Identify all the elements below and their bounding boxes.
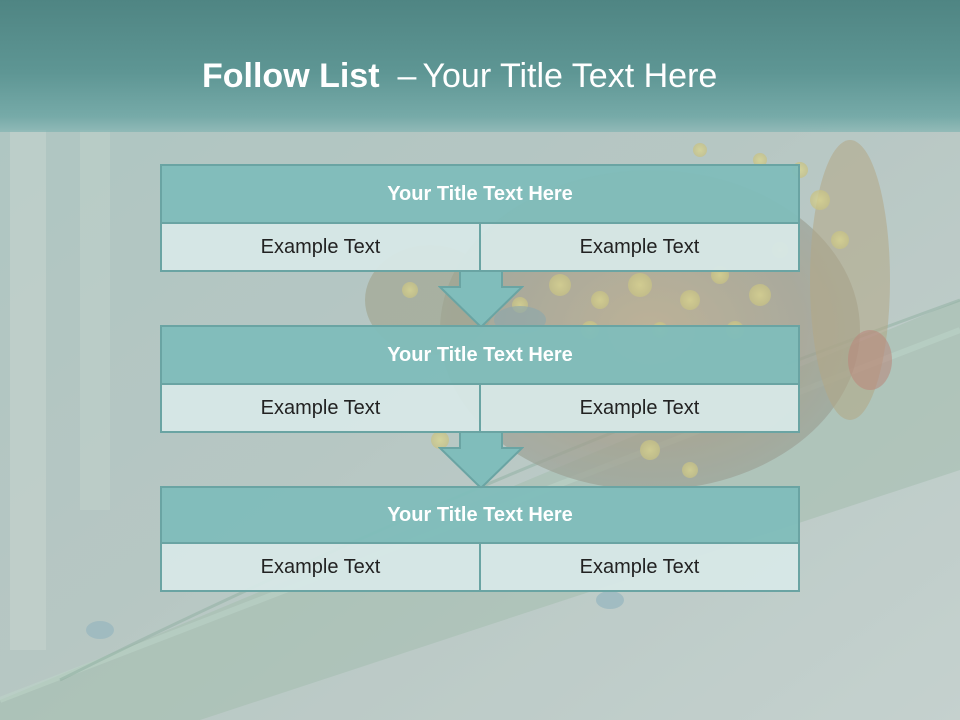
down-arrow-icon [438, 270, 524, 328]
block-title: Your Title Text Here [162, 166, 798, 224]
slide-title-rest: Your Title Text Here [422, 57, 718, 95]
list-block-2: Your Title Text Here Example Text Exampl… [160, 325, 800, 433]
list-block-3: Your Title Text Here Example Text Exampl… [160, 486, 800, 592]
block-row: Example Text Example Text [162, 224, 798, 270]
list-block-1: Your Title Text Here Example Text Exampl… [160, 164, 800, 272]
down-arrow-icon [438, 431, 524, 489]
slide-title: Follow List–Your Title Text Here [202, 52, 902, 100]
block-title: Your Title Text Here [162, 327, 798, 385]
slide-title-separator: – [397, 57, 417, 95]
block-cell-right: Example Text [479, 544, 798, 590]
block-row: Example Text Example Text [162, 385, 798, 431]
block-cell-right: Example Text [479, 385, 798, 431]
block-cell-left: Example Text [260, 235, 381, 258]
block-cell-right: Example Text [479, 224, 798, 270]
block-title: Your Title Text Here [162, 488, 798, 544]
block-cell-left: Example Text [260, 396, 381, 419]
block-cell-left: Example Text [260, 555, 381, 578]
title-band [0, 0, 960, 132]
block-row: Example Text Example Text [162, 544, 798, 590]
slide-title-bold: Follow List [202, 57, 380, 95]
